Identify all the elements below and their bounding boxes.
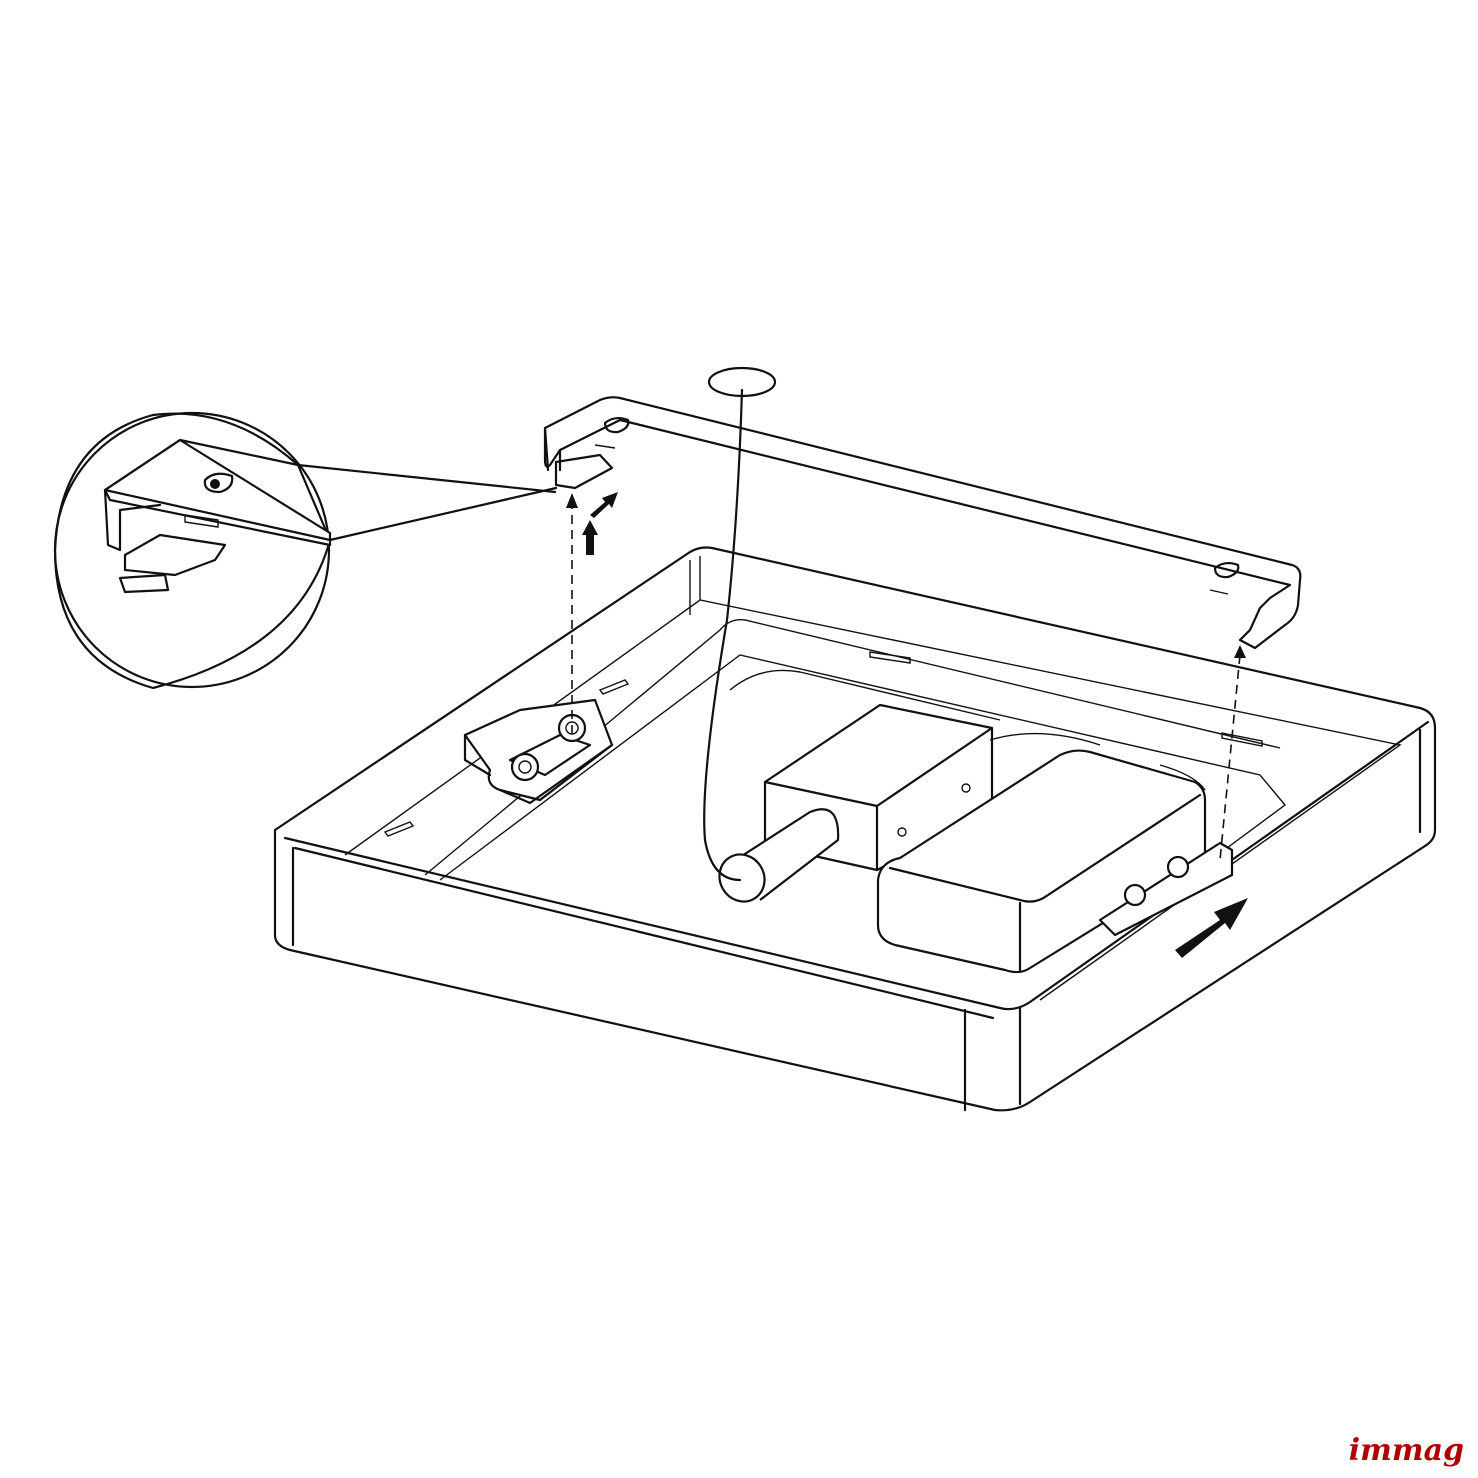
right-clip — [1098, 841, 1234, 937]
watermark-logo: immag — [1348, 1433, 1464, 1468]
power-cable — [703, 388, 744, 882]
left-clip — [463, 698, 614, 805]
detail-magnifier — [53, 411, 558, 690]
mounting-bracket — [543, 396, 1302, 650]
guide-line-right — [1219, 654, 1241, 861]
slide-arrow-icon — [1175, 898, 1248, 958]
driver-unit — [718, 703, 1207, 974]
